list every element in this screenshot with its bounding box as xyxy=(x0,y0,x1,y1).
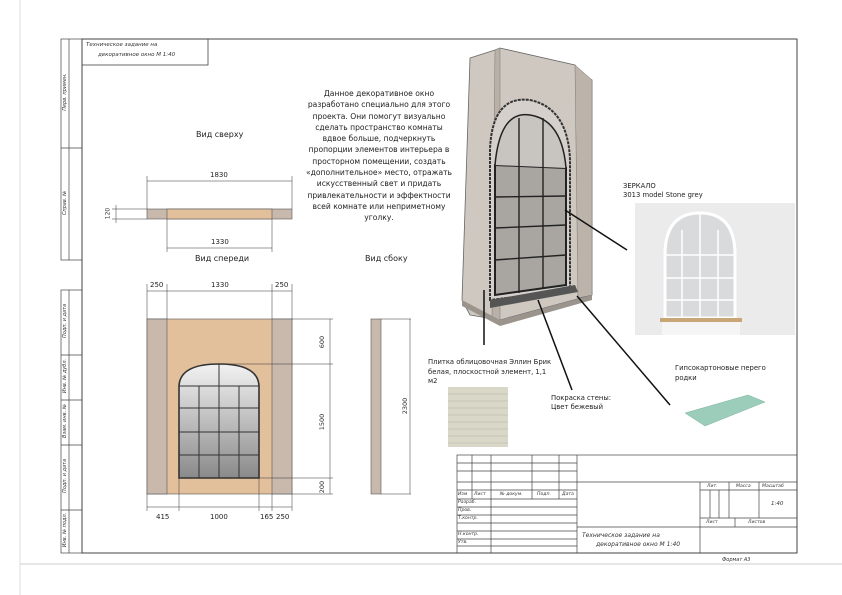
dim-label: 250 xyxy=(275,281,289,289)
dim-label: 1830 xyxy=(210,171,228,179)
tb-row: Пров. xyxy=(458,508,472,513)
dim-label: 1330 xyxy=(211,238,229,246)
drywall-image xyxy=(684,394,766,427)
strip-label: Перв. примен. xyxy=(62,73,68,111)
tb-mass: Масса xyxy=(736,484,751,489)
dim-label: 120 xyxy=(104,207,112,220)
description-text: Данное декоративное окно разработано спе… xyxy=(305,89,453,223)
tb-title-line2: декоративное окно М 1:40 xyxy=(596,541,681,548)
leader-lines xyxy=(483,209,671,406)
tb-col: Изм xyxy=(458,492,468,497)
dim-label: 165 xyxy=(260,513,274,521)
tb-row: Разраб. xyxy=(458,500,477,505)
dim-label: 1500 xyxy=(318,413,326,431)
header-title-line1: Техническое задание на xyxy=(86,42,158,48)
header-title-line2: декоративное окно М 1:40 xyxy=(98,52,176,58)
tb-scale-label: Масштаб xyxy=(762,484,784,489)
tb-col: Лист xyxy=(474,492,486,497)
strip-label: Инв. № подл. xyxy=(62,512,68,548)
drywall-callout: Гипсокартоновые перего родки xyxy=(675,364,766,382)
strip-label: Подп. и дата xyxy=(62,458,68,494)
tb-sheets: Листов xyxy=(748,520,766,525)
tb-col: № докум. xyxy=(500,492,523,497)
mirror-title: ЗЕРКАЛО xyxy=(623,182,656,190)
tb-col: Дата xyxy=(562,492,574,497)
dim-label: 2300 xyxy=(401,397,409,415)
view-label-top: Вид сверху xyxy=(196,130,244,139)
mirror-image xyxy=(635,203,795,335)
dim-label: 200 xyxy=(318,480,326,494)
tb-lit: Лит. xyxy=(707,484,718,489)
dim-label: 600 xyxy=(318,335,326,349)
side-strip-lines xyxy=(60,38,83,554)
paint-callout-line2: Цвет бежевый xyxy=(551,403,604,411)
tb-row: Т.контр. xyxy=(458,516,478,521)
top-view xyxy=(112,176,293,252)
dim-label: 415 xyxy=(156,513,170,521)
tile-callout: Плитка облицовочная Эллин Брик белая, пл… xyxy=(428,358,552,385)
dim-label: 250 xyxy=(150,281,164,289)
format-label: Формат А3 xyxy=(722,557,751,563)
view-label-front: Вид спереди xyxy=(195,254,250,263)
dim-label: 1000 xyxy=(210,513,228,521)
window-3d-render xyxy=(461,47,593,326)
paint-callout-line1: Покраска стены: xyxy=(551,394,612,402)
dim-label: 1330 xyxy=(211,281,229,289)
side-view xyxy=(370,318,411,495)
tb-title-line1: Техническое задание на xyxy=(582,532,660,539)
tb-sheet: Лист xyxy=(706,520,718,525)
strip-label: Справ. № xyxy=(62,190,68,216)
dim-label: 250 xyxy=(276,513,290,521)
strip-label: Подп. и дата xyxy=(62,303,68,339)
tb-scale: 1:40 xyxy=(771,501,784,507)
brick-tile-image xyxy=(448,387,508,447)
tb-col: Подп. xyxy=(537,492,551,497)
view-label-side: Вид сбоку xyxy=(365,254,408,263)
front-view xyxy=(146,284,333,511)
strip-label: Взам. инв. № xyxy=(62,404,68,438)
tb-row: Н.контр. xyxy=(458,532,479,537)
mirror-model: 3013 model Stone grey xyxy=(623,191,703,199)
title-block-lines xyxy=(456,454,798,554)
tb-row: Утв. xyxy=(458,540,468,545)
